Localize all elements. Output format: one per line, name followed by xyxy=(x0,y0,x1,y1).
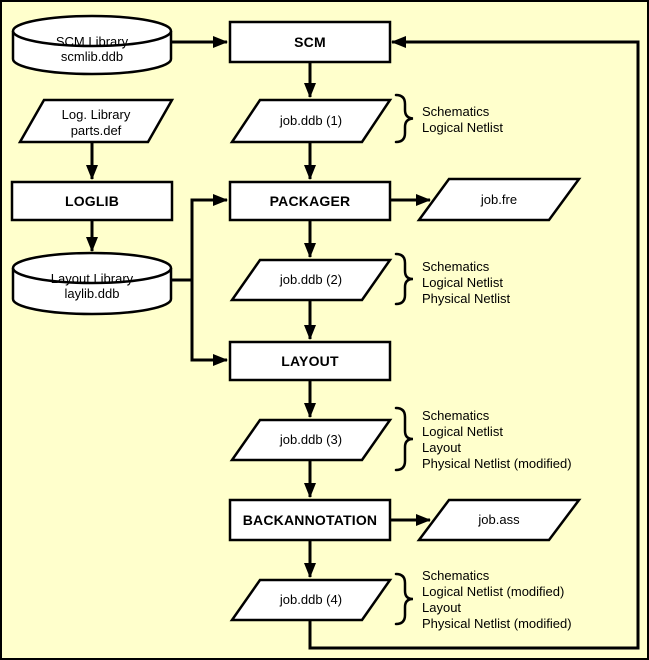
layout-library-filename: laylib.ddb xyxy=(64,286,120,301)
jobddb3-label: job.ddb (3) xyxy=(279,432,343,447)
annotation-line: Schematics xyxy=(422,408,490,423)
log-library-name: Log. Library xyxy=(61,107,131,122)
scm-process-label: SCM xyxy=(294,34,326,50)
jobddb2-label: job.ddb (2) xyxy=(279,272,343,287)
layout-process-label: LAYOUT xyxy=(281,353,339,369)
jobddb2-annotation: Schematics Logical Netlist Physical Netl… xyxy=(422,259,510,307)
annotation-line: Layout xyxy=(422,440,462,455)
file-parallelogram-jobass xyxy=(416,498,582,542)
arrow-layoutlibrary-to-packager xyxy=(190,194,228,281)
layout-library-name: Layout Library xyxy=(50,271,134,286)
jobass-label: job.ass xyxy=(478,512,520,527)
brace-jobddb1 xyxy=(394,93,414,144)
brace-jobddb2 xyxy=(394,252,414,306)
layout-library-label: Layout Library laylib.ddb xyxy=(12,271,172,301)
annotation-line: Logical Netlist xyxy=(422,120,503,135)
log-library-filename: parts.def xyxy=(70,123,122,138)
brace-jobddb4 xyxy=(394,572,414,626)
annotation-line: Schematics xyxy=(422,104,490,119)
jobddb1-label: job.ddb (1) xyxy=(279,113,343,128)
backannotation-process-label: BACKANNOTATION xyxy=(242,512,378,528)
arrow-jobddb4-feedback-to-scm xyxy=(308,36,640,650)
jobddb1-annotation: Schematics Logical Netlist xyxy=(422,104,503,136)
annotation-line: Logical Netlist xyxy=(422,275,503,290)
process-box-scm xyxy=(228,20,392,64)
annotation-line: Physical Netlist (modified) xyxy=(422,456,572,471)
process-box-backannotation xyxy=(228,498,392,542)
packager-process-label: PACKAGER xyxy=(269,193,351,209)
brace-jobddb3 xyxy=(394,406,414,472)
file-parallelogram-jobddb2 xyxy=(229,258,393,302)
jobddb3-annotation: Schematics Logical Netlist Layout Physic… xyxy=(422,408,572,472)
process-box-packager xyxy=(228,180,392,222)
file-parallelogram-jobfre xyxy=(416,177,582,222)
annotation-line: Physical Netlist xyxy=(422,291,511,306)
database-cylinder-layout-library-top xyxy=(11,251,173,285)
arrow-layoutlibrary-to-layout xyxy=(190,279,228,366)
loglib-process-label: LOGLIB xyxy=(64,193,120,209)
annotation-line: Schematics xyxy=(422,259,490,274)
annotation-line: Physical Netlist (modified) xyxy=(422,616,572,631)
database-cylinder-scm-library-top xyxy=(11,14,173,48)
scm-library-filename: scmlib.ddb xyxy=(60,49,124,64)
annotation-line: Layout xyxy=(422,600,462,615)
scm-library-name: SCM Library xyxy=(55,34,129,49)
jobfre-label: job.fre xyxy=(480,192,518,207)
file-parallelogram-jobddb1 xyxy=(229,98,393,144)
file-parallelogram-jobddb4 xyxy=(229,578,393,622)
process-box-layout xyxy=(228,340,392,382)
log-library-label: Log. Library parts.def xyxy=(20,107,172,139)
jobddb4-label: job.ddb (4) xyxy=(279,592,343,607)
file-parallelogram-log-library xyxy=(17,98,175,144)
file-parallelogram-jobddb3 xyxy=(229,418,393,462)
annotation-line: Logical Netlist (modified) xyxy=(422,584,565,599)
jobddb4-annotation: Schematics Logical Netlist (modified) La… xyxy=(422,568,572,632)
process-box-loglib xyxy=(10,180,174,222)
annotation-line: Logical Netlist xyxy=(422,424,503,439)
annotation-line: Schematics xyxy=(422,568,490,583)
scm-library-label: SCM Library scmlib.ddb xyxy=(12,34,172,64)
